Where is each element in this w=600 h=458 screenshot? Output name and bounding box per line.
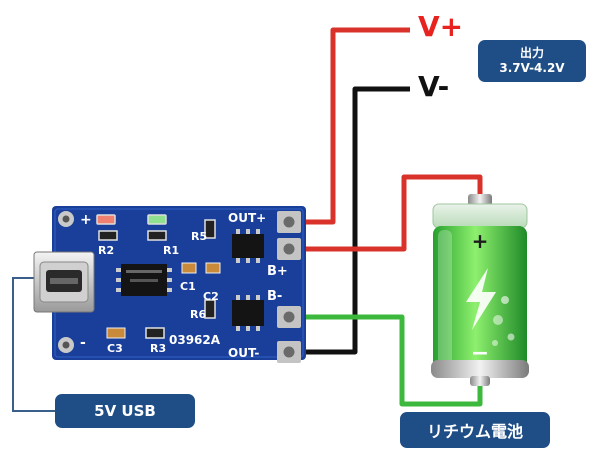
bubble	[493, 315, 503, 325]
protection-chip-top	[232, 229, 264, 263]
usb-label: 5V USB	[94, 402, 156, 420]
resistor-r2	[98, 230, 118, 241]
capacitor-c3	[106, 327, 126, 339]
output-title: 出力	[519, 46, 544, 60]
capacitor-c2	[205, 262, 221, 274]
capacitor-c1	[181, 262, 197, 274]
pad-out-minus	[277, 341, 301, 363]
label-c2: C2	[203, 290, 219, 303]
bubble	[501, 296, 509, 304]
label-r6: R6	[190, 308, 206, 321]
lightning-icon	[466, 268, 496, 330]
resistor-r1	[147, 230, 167, 241]
label-r1: R1	[163, 244, 179, 257]
pad-b-plus	[277, 238, 301, 260]
mounting-hole	[58, 337, 74, 353]
label-b-plus: B+	[267, 264, 288, 279]
resistor-r5	[204, 219, 216, 239]
battery-badge: リチウム電池	[400, 412, 550, 448]
label-b-minus: B-	[267, 289, 282, 304]
label-out-plus: OUT+	[228, 211, 266, 225]
micro-usb-port	[33, 251, 95, 313]
v-plus-label: V+	[418, 10, 464, 43]
wire-v-minus	[289, 86, 410, 355]
pad-out-plus	[277, 211, 301, 233]
wire-v-plus	[289, 27, 410, 225]
resistor-r3	[145, 327, 165, 339]
output-voltage-badge: 出力 3.7V-4.2V	[478, 40, 586, 82]
label-c3: C3	[107, 342, 123, 355]
lithium-battery: + −	[431, 194, 529, 386]
battery-label: リチウム電池	[426, 422, 523, 441]
battery-minus-mark: −	[471, 341, 489, 366]
pcb-minus-mark: -	[80, 335, 86, 351]
label-r2: R2	[98, 244, 114, 257]
label-r5: R5	[191, 230, 207, 243]
wire-battery-minus	[289, 314, 483, 407]
label-c1: C1	[180, 280, 196, 293]
led-green	[147, 214, 167, 225]
charger-ic	[116, 264, 172, 296]
pad-b-minus	[277, 306, 301, 328]
bubble	[492, 340, 498, 346]
resistor-r6	[204, 299, 216, 319]
battery-plus-mark: +	[472, 229, 489, 253]
v-minus-label: V-	[418, 70, 450, 103]
mounting-hole	[58, 211, 74, 227]
label-out-minus: OUT-	[228, 346, 259, 360]
usb-badge: 5V USB	[55, 394, 195, 428]
charger-board: + - R2 R1 R5 R6 C1 C2 C3 R3 OUT+ B+ B- O…	[33, 206, 306, 363]
led-red	[96, 214, 116, 225]
label-r3: R3	[150, 342, 166, 355]
pcb-plus-mark: +	[80, 212, 92, 228]
bubble	[507, 333, 515, 341]
label-model: 03962A	[169, 333, 221, 347]
output-range: 3.7V-4.2V	[499, 61, 565, 75]
wire-battery-plus	[289, 174, 483, 252]
protection-chip-bottom	[232, 295, 264, 331]
